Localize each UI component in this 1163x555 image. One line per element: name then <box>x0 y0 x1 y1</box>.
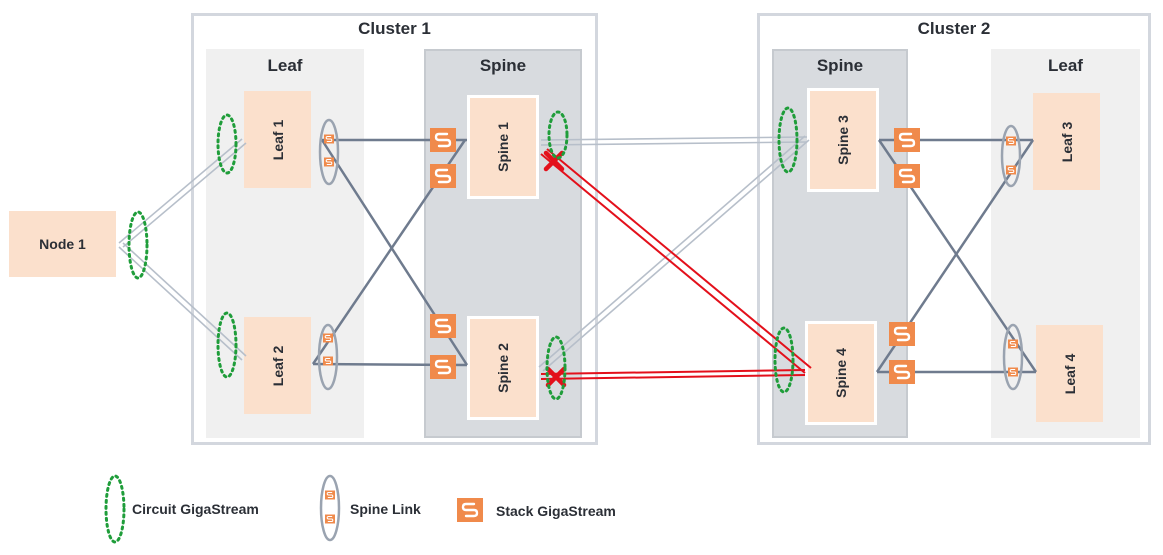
stack-gigastream-spine1-port-2-icon <box>428 162 458 190</box>
spine-link-leaf4-port-1-icon <box>1007 339 1019 349</box>
spine2-spine4-failure-icon <box>548 369 564 385</box>
leaf-3[interactable]: Leaf 3 <box>1033 93 1100 190</box>
spine-link-leaf3 <box>1000 124 1022 188</box>
stack-gigastream-spine4-port-2-icon <box>887 358 917 386</box>
legend-circuit-gigastream-label: Circuit GigaStream <box>132 501 259 517</box>
spine-link-leaf1 <box>318 118 340 186</box>
legend-stack-gigastream-label: Stack GigaStream <box>496 503 616 519</box>
circuit-gigastream-spine1 <box>547 110 569 160</box>
stack-gigastream-spine3-port-2-icon <box>892 162 922 190</box>
circuit-gigastream-spine3 <box>777 106 799 174</box>
circuit-gigastream-leaf2 <box>216 311 238 379</box>
node1-leaf2-link <box>118 242 247 361</box>
spine-link-leaf1-port-1-icon <box>323 134 335 144</box>
legend-spine-link-label: Spine Link <box>350 501 421 517</box>
spine-link-leaf4-port-2-icon <box>1007 367 1019 377</box>
spine1-spine3-link <box>540 136 808 146</box>
stack-gigastream-spine2-port-1-icon <box>428 312 458 340</box>
leaf-2[interactable]: Leaf 2 <box>244 317 311 414</box>
circuit-gigastream-spine2 <box>545 335 567 401</box>
spine-link-leaf4 <box>1002 323 1024 391</box>
circuit-gigastream-leaf1 <box>216 113 238 175</box>
spine-link-leaf2-port-2-icon <box>322 356 334 366</box>
spine-link-leaf1-port-2-icon <box>323 157 335 167</box>
cluster-2-title: Cluster 2 <box>917 19 991 38</box>
spine-link-leaf3-port-2-icon <box>1005 165 1017 175</box>
spine-2[interactable]: Spine 2 <box>467 316 539 420</box>
legend-spine-link-port-1-icon <box>324 490 336 500</box>
stack-gigastream-spine1-port-1-icon <box>428 126 458 154</box>
leaf-1[interactable]: Leaf 1 <box>244 91 311 188</box>
circuit-gigastream-node1 <box>127 210 149 280</box>
cluster-1-title: Cluster 1 <box>358 19 431 38</box>
cluster-2-spine-title: Spine <box>816 56 864 75</box>
spine-1[interactable]: Spine 1 <box>467 95 539 199</box>
stack-gigastream-spine2-port-2-icon <box>428 353 458 381</box>
node1-leaf1-link <box>118 138 247 248</box>
legend-spine-link-port-2-icon <box>324 514 336 524</box>
spine1-spine4-failed-link <box>540 148 812 374</box>
cluster-1-leaf-title: Leaf <box>267 56 303 75</box>
legend-circuit-gigastream-icon <box>104 474 126 544</box>
node-1[interactable]: Node 1 <box>6 208 119 280</box>
circuit-gigastream-spine4 <box>773 326 795 394</box>
leaf-4[interactable]: Leaf 4 <box>1036 325 1103 422</box>
spine2-spine4-failed-link <box>540 369 806 380</box>
node-1-label: Node 1 <box>39 236 86 252</box>
legend-spine-link-icon <box>319 474 341 542</box>
spine-4[interactable]: Spine 4 <box>805 321 877 425</box>
legend-stack-gigastream-icon <box>455 496 485 524</box>
spine-link-leaf2 <box>317 323 339 391</box>
spine-link-leaf3-port-1-icon <box>1005 136 1017 146</box>
spine-link-leaf2-port-1-icon <box>322 333 334 343</box>
stack-gigastream-spine3-port-1-icon <box>892 126 922 154</box>
stack-gigastream-spine4-port-1-icon <box>887 320 917 348</box>
cluster-1-spine-title: Spine <box>479 56 527 75</box>
cluster-2-leaf-title: Leaf <box>1048 56 1083 75</box>
